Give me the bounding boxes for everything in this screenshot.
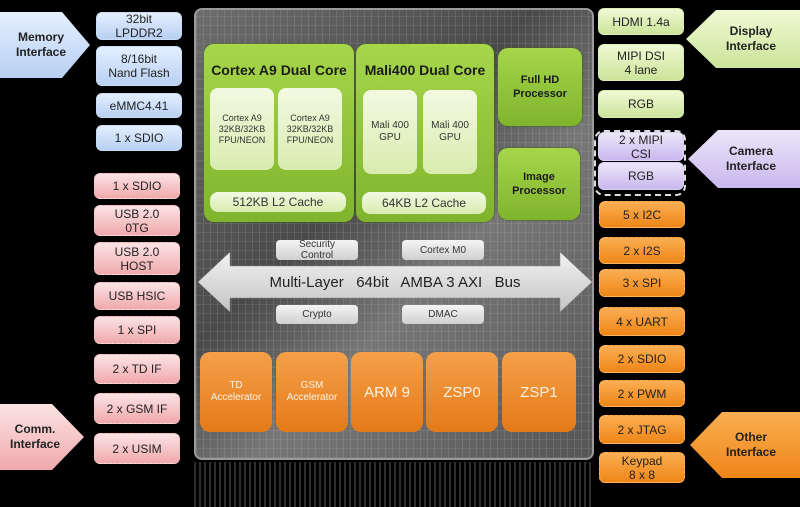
comm-item: 1 x SPI xyxy=(94,316,180,344)
other-item: 3 x SPI xyxy=(599,269,685,297)
gpu-title: Mali400 Dual Core xyxy=(364,62,486,78)
display-interface-label: Display Interface xyxy=(725,24,777,53)
comm-item: USB HSIC xyxy=(94,282,180,310)
cpu-block: Cortex A9 Dual Core Cortex A9 32KB/32KB … xyxy=(204,44,354,222)
camera-item: RGB xyxy=(598,162,684,190)
comm-item: 1 x SDIO xyxy=(94,173,180,199)
memory-item: 1 x SDIO xyxy=(96,125,182,151)
display-item: MIPI DSI 4 lane xyxy=(598,44,684,81)
memory-item: 32bit LPDDR2 xyxy=(96,12,182,40)
cpu-l2-cache: 512KB L2 Cache xyxy=(210,192,346,212)
other-item: 2 x JTAG xyxy=(599,415,685,444)
other-item: Keypad 8 x 8 xyxy=(599,452,685,483)
other-item: 4 x UART xyxy=(599,307,685,336)
memory-item: eMMC4.41 xyxy=(96,93,182,118)
comm-item: 2 x USIM xyxy=(94,433,180,464)
camera-group-outline xyxy=(594,130,686,196)
camera-interface-arrow xyxy=(688,130,800,188)
comm-item: USB 2.0 0TG xyxy=(94,205,180,236)
comm-item: 2 x GSM IF xyxy=(94,393,180,424)
td-accelerator: TD Accelerator xyxy=(200,352,272,432)
gpu-l2-cache: 64KB L2 Cache xyxy=(362,192,486,214)
chip-pads xyxy=(194,462,594,507)
dmac-block: DMAC xyxy=(402,305,484,324)
other-item: 2 x PWM xyxy=(599,380,685,407)
camera-item: 2 x MIPI CSI xyxy=(598,132,684,161)
full-hd-processor: Full HD Processor xyxy=(498,48,582,126)
zsp1-block: ZSP1 xyxy=(502,352,576,432)
amba-bus-label: Multi-Layer 64bit AMBA 3 AXI Bus xyxy=(269,273,521,291)
gsm-accelerator: GSM Accelerator xyxy=(276,352,348,432)
cpu-core: Cortex A9 32KB/32KB FPU/NEON xyxy=(210,88,274,170)
image-processor: Image Processor xyxy=(498,148,580,220)
amba-bus-arrow xyxy=(198,252,592,312)
cpu-core: Cortex A9 32KB/32KB FPU/NEON xyxy=(278,88,342,170)
crypto-block: Crypto xyxy=(276,305,358,324)
other-item: 2 x I2S xyxy=(599,237,685,264)
comm-interface-arrow xyxy=(0,404,84,470)
gpu-block: Mali400 Dual Core Mali 400 GPU Mali 400 … xyxy=(356,44,494,222)
other-interface-label: Other Interface xyxy=(725,430,777,459)
arm9-block: ARM 9 xyxy=(351,352,423,432)
cortex-m0-block: Cortex M0 xyxy=(402,240,484,260)
zsp0-block: ZSP0 xyxy=(426,352,498,432)
display-interface-arrow xyxy=(686,10,800,68)
memory-interface-label: Memory Interface xyxy=(15,30,67,59)
display-item: RGB xyxy=(598,90,684,118)
comm-interface-label: Comm. Interface xyxy=(9,422,61,451)
gpu-core: Mali 400 GPU xyxy=(423,90,477,174)
memory-item: 8/16bit Nand Flash xyxy=(96,46,182,86)
cpu-title: Cortex A9 Dual Core xyxy=(211,62,347,78)
security-control-block: Security Control xyxy=(276,239,358,261)
other-interface-arrow xyxy=(690,412,800,478)
camera-interface-label: Camera Interface xyxy=(725,144,777,173)
display-item: HDMI 1.4a xyxy=(598,8,684,35)
comm-item: 2 x TD IF xyxy=(94,354,180,384)
comm-item: USB 2.0 HOST xyxy=(94,242,180,275)
other-item: 5 x I2C xyxy=(599,201,685,228)
memory-interface-arrow xyxy=(0,12,90,78)
other-item: 2 x SDIO xyxy=(599,345,685,373)
gpu-core: Mali 400 GPU xyxy=(363,90,417,174)
